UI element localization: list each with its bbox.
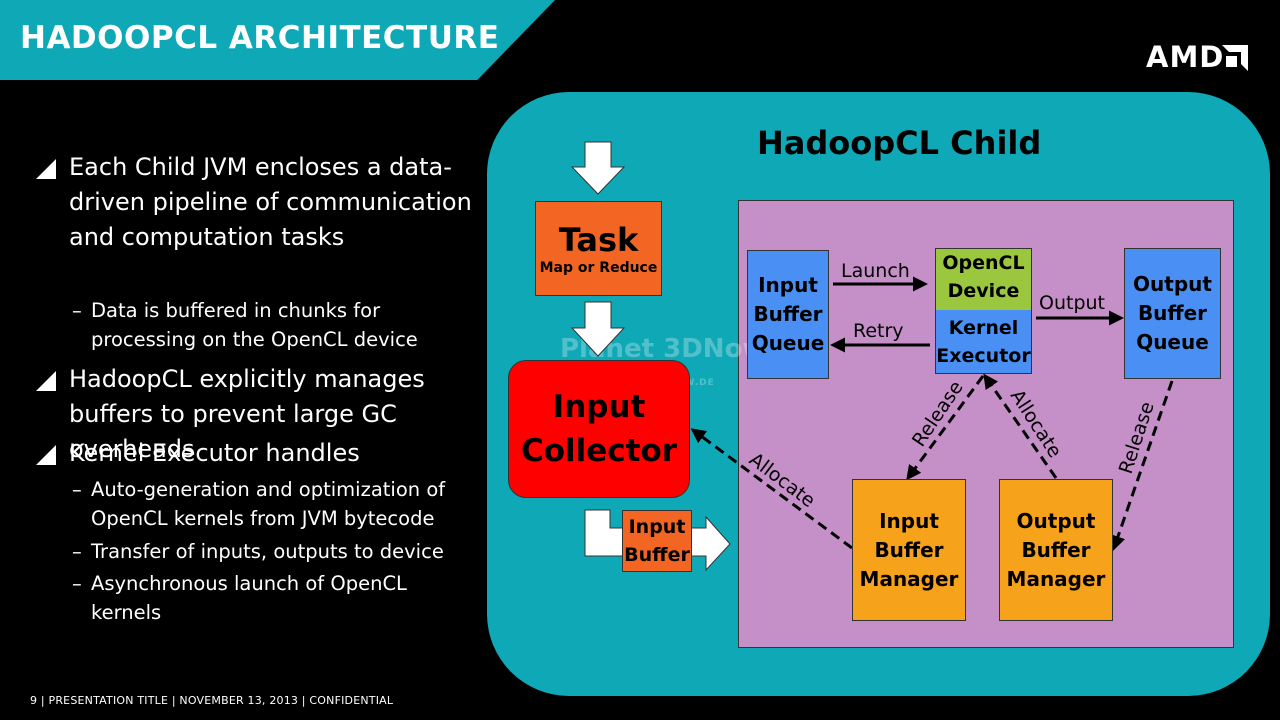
- sub-bullet-text: Asynchronous launch of OpenCL kernels: [91, 572, 407, 624]
- slide-title: HADOOPCL ARCHITECTURE: [20, 20, 500, 56]
- output-buffer-queue-node: Output Buffer Queue: [1124, 248, 1221, 379]
- allocate-to-collector-arrow: [690, 428, 853, 550]
- sub-bullet-text: Data is buffered in chunks for processin…: [91, 299, 418, 351]
- launch-label: Launch: [841, 260, 910, 282]
- white-arrow-into-task: [570, 141, 626, 195]
- dash-icon: –: [72, 572, 82, 595]
- dash-icon: –: [72, 299, 82, 322]
- allocate-input-label: Allocate: [745, 448, 819, 512]
- release-to-output-manager-arrow: [1110, 380, 1174, 551]
- task-title: Task: [558, 220, 639, 259]
- input-buffer-node: Input Buffer: [622, 510, 692, 572]
- input-buffer-queue-node: Input Buffer Queue: [747, 250, 829, 379]
- sub-bullet-3-3: – Asynchronous launch of OpenCL kernels: [72, 569, 482, 627]
- slide-footer: 9 | PRESENTATION TITLE | NOVEMBER 13, 20…: [30, 694, 394, 707]
- input-buffer-manager-node: Input Buffer Manager: [852, 479, 966, 621]
- output-label: Output: [1039, 292, 1105, 314]
- bullet-text: Each Child JVM encloses a data-driven pi…: [69, 153, 472, 251]
- bullet-triangle-icon: [36, 445, 56, 465]
- white-arrow-task-to-collector: [570, 301, 626, 357]
- output-buffer-manager-node: Output Buffer Manager: [999, 479, 1113, 621]
- amd-logo-text: AMD: [1146, 40, 1225, 74]
- allocate-from-output-manager-arrow: [983, 373, 1058, 479]
- task-node: Task Map or Reduce: [535, 201, 662, 296]
- dash-icon: –: [72, 540, 82, 563]
- release-output-label: Release: [1115, 399, 1159, 476]
- bullet-triangle-icon: [36, 371, 56, 391]
- release-to-input-manager-arrow: [906, 375, 985, 481]
- hadoopcl-child-title: HadoopCL Child: [757, 124, 1042, 162]
- sub-bullet-3-2: – Transfer of inputs, outputs to device: [72, 537, 482, 566]
- task-subtitle: Map or Reduce: [539, 259, 658, 276]
- sub-bullet-1-1: – Data is buffered in chunks for process…: [72, 296, 482, 354]
- release-input-label: Release: [908, 377, 968, 451]
- bullet-1: Each Child JVM encloses a data-driven pi…: [36, 150, 476, 255]
- bullet-text: HadoopCL explicitly manages buffers to p…: [69, 365, 425, 463]
- sub-bullet-text: Transfer of inputs, outputs to device: [91, 540, 444, 563]
- kernel-executor-node: Kernel Executor: [935, 310, 1032, 374]
- bullet-text: Kernel Executor handles: [69, 439, 360, 467]
- dash-icon: –: [72, 478, 82, 501]
- sub-bullet-text: Auto-generation and optimization of Open…: [91, 478, 446, 530]
- amd-arrow-icon: [1222, 45, 1248, 71]
- retry-label: Retry: [853, 320, 904, 342]
- bullet-3: Kernel Executor handles: [36, 436, 476, 471]
- title-banner: [0, 0, 555, 80]
- input-collector-node: Input Collector: [508, 360, 690, 498]
- sub-bullet-3-1: – Auto-generation and optimization of Op…: [72, 475, 482, 533]
- opencl-device-node: OpenCL Device: [935, 248, 1032, 310]
- bullet-2: HadoopCL explicitly manages buffers to p…: [36, 362, 476, 467]
- bullet-triangle-icon: [36, 159, 56, 179]
